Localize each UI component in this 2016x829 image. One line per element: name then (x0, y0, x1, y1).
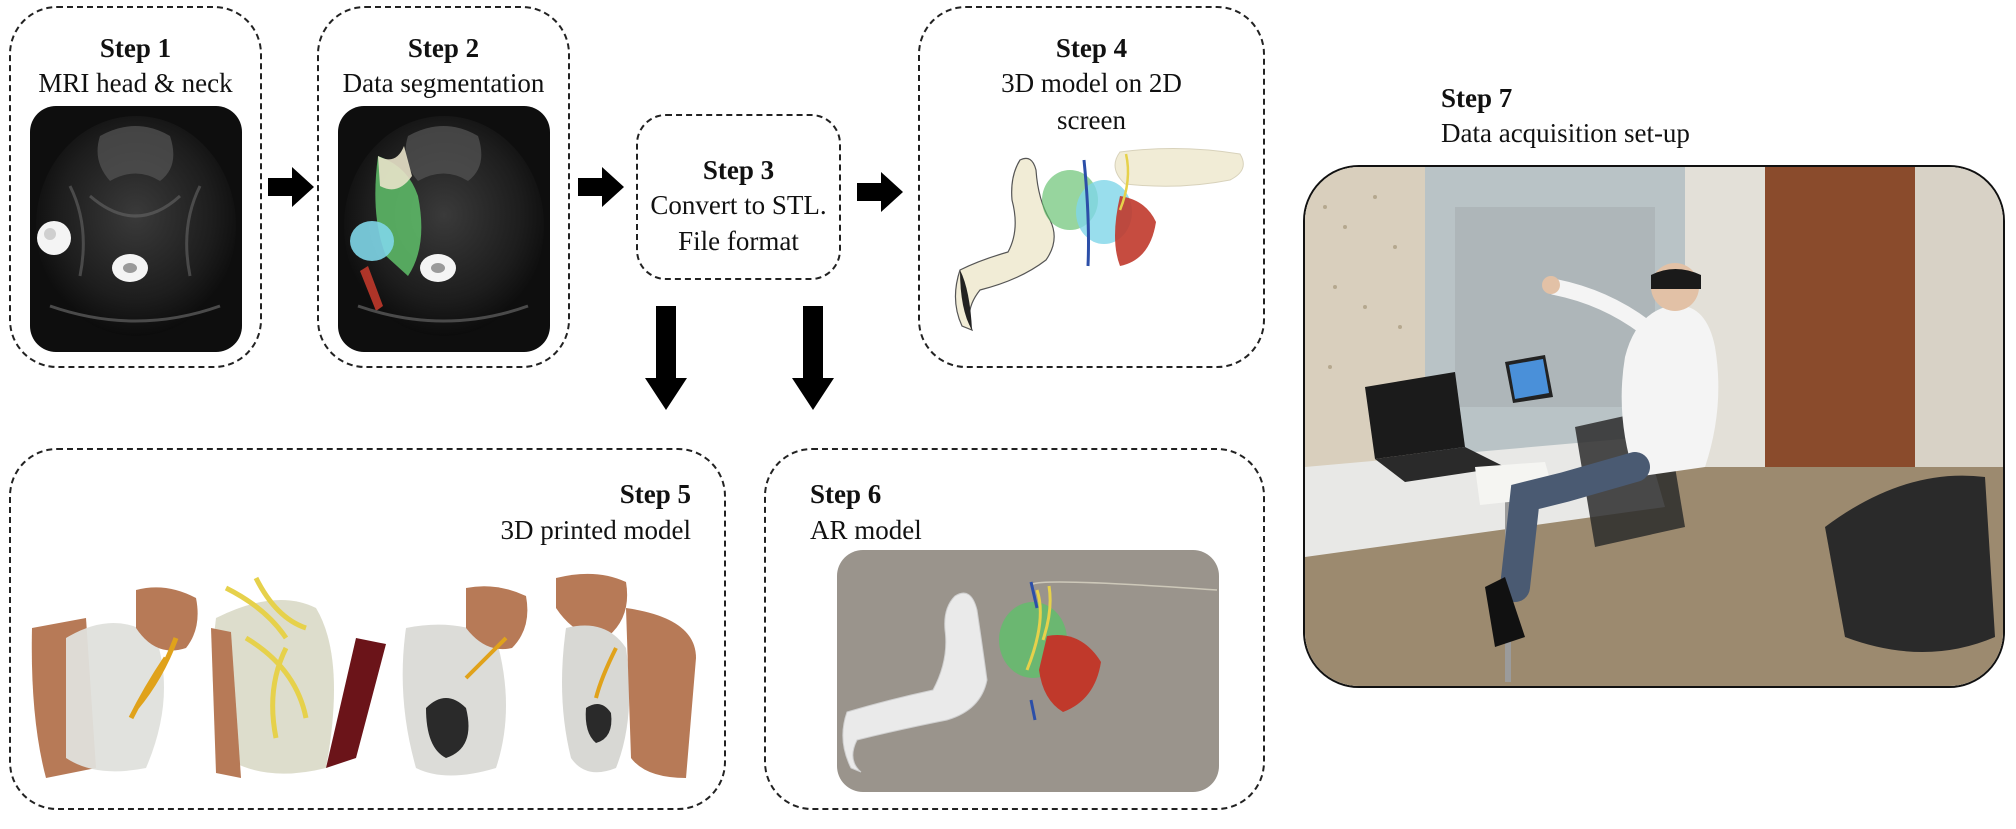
arrow-down-icon (792, 306, 834, 410)
step-3-desc-line-1: Convert to STL. (650, 190, 827, 220)
step-3-desc-line-2: File format (678, 226, 799, 256)
step-5-title: Step 5 (619, 479, 691, 509)
step-3-box (636, 114, 841, 280)
ar-model-image (837, 550, 1219, 792)
step-7-title: Step 7 (1441, 83, 1513, 113)
step-5-box (9, 448, 726, 810)
step-6-desc: AR model (810, 515, 922, 545)
acquisition-setup-photo (1303, 165, 2005, 688)
step-1-box (9, 6, 262, 368)
segmentation-image (338, 106, 550, 352)
step-2-title: Step 2 (407, 33, 480, 63)
arrow-down-icon (645, 306, 687, 410)
mri-scan-image (30, 106, 242, 352)
step-7-desc: Data acquisition set-up (1441, 118, 1690, 148)
step-4-desc-line-1: 3D model on 2D (1001, 68, 1182, 98)
step-6-box (764, 448, 1265, 810)
step-2-box (317, 6, 570, 368)
step-5-desc: 3D printed model (500, 515, 691, 545)
arrow-right-icon (268, 167, 314, 207)
step-1-title: Step 1 (99, 33, 172, 63)
3d-model-screen-image (954, 147, 1244, 332)
step-3-title: Step 3 (702, 155, 775, 185)
arrow-right-icon (857, 172, 903, 212)
step-4-box (918, 6, 1265, 368)
step-4-desc-line-2: screen (1057, 105, 1126, 135)
step-2-desc: Data segmentation (342, 68, 545, 98)
3d-printed-models-image (31, 573, 696, 778)
arrow-right-icon (578, 167, 624, 207)
step-6-title: Step 6 (810, 479, 882, 509)
step-4-title: Step 4 (1055, 33, 1128, 63)
step-1-desc: MRI head & neck (38, 68, 233, 98)
